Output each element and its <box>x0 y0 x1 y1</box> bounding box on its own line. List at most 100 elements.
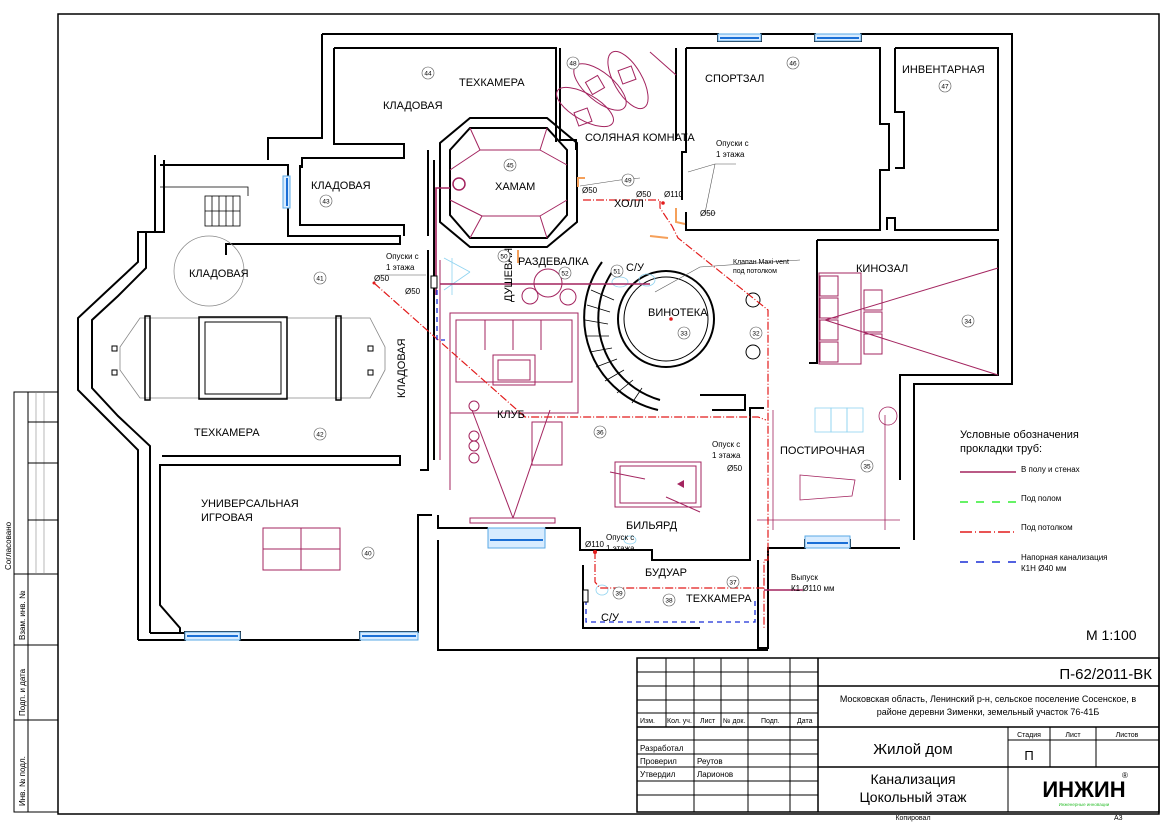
room-number: 48 <box>569 60 577 67</box>
room-number: 35 <box>863 463 871 470</box>
legend-title: Условные обозначения <box>960 429 1079 441</box>
room-number: 44 <box>424 70 432 77</box>
room-number: 36 <box>596 429 604 436</box>
drawing-code: П-62/2011-ВК <box>1059 666 1152 683</box>
svg-text:Опуск с: Опуск с <box>712 440 740 449</box>
room-label: ПОСТИРОЧНАЯ <box>780 445 865 457</box>
stage-value: П <box>1024 748 1033 763</box>
sheet-title: Цокольный этаж <box>859 789 967 805</box>
room-number-circle <box>726 575 740 589</box>
format-label: А3 <box>1114 815 1123 822</box>
room-number: 49 <box>624 177 632 184</box>
room-number: 41 <box>316 275 324 282</box>
room-label: БУДУАР <box>645 567 687 579</box>
room-number-circle <box>503 158 517 172</box>
windows <box>184 33 862 641</box>
room-label: ТЕХКАМЕРА <box>459 77 525 89</box>
room-number: 47 <box>941 83 949 90</box>
room-number-circle <box>860 459 874 473</box>
room-number: 50 <box>500 253 508 260</box>
sheets-header: Листов <box>1116 732 1139 739</box>
svg-text:Выпуск: Выпуск <box>791 573 818 582</box>
room-number-circle <box>662 593 676 607</box>
room-number-circle <box>677 326 691 340</box>
legend-label: Под потолком <box>1021 523 1073 532</box>
svg-text:Опуски с: Опуски с <box>386 252 419 261</box>
room-label: КЛУБ <box>497 409 525 421</box>
room-label: КЛАДОВАЯ <box>311 180 371 192</box>
room-number: 51 <box>613 268 621 275</box>
tb-role: Утвердил <box>640 770 676 779</box>
room-number-circle <box>612 586 626 600</box>
stamp-agreed: Согласовано <box>4 521 13 570</box>
scale-label: М 1:100 <box>1086 627 1137 643</box>
room-number: 52 <box>561 270 569 277</box>
room-number-circle <box>786 56 800 70</box>
svg-text:1 этажа: 1 этажа <box>606 544 635 553</box>
svg-text:Ø50: Ø50 <box>374 274 390 283</box>
svg-text:Ø50: Ø50 <box>700 209 716 218</box>
leaders <box>380 163 801 293</box>
room-label: С/У <box>601 612 620 624</box>
room-number: 43 <box>322 198 330 205</box>
room-number-circle <box>961 314 975 328</box>
stamp-field-sign: Подп. и дата <box>18 668 27 716</box>
svg-text:Ø50: Ø50 <box>582 186 598 195</box>
svg-text:1 этажа: 1 этажа <box>386 263 415 272</box>
room-number-circle <box>313 271 327 285</box>
sheet-header: Лист <box>1065 732 1081 739</box>
svg-text:Опуски с: Опуски с <box>716 139 749 148</box>
tb-col-header: Дата <box>797 718 813 725</box>
room-number: 37 <box>729 579 737 586</box>
room-number-circle <box>558 266 572 280</box>
walls <box>77 33 1013 651</box>
tb-col-header: Лист <box>700 718 716 725</box>
room-label: СОЛЯНАЯ КОМНАТА <box>585 132 695 144</box>
room-number-circle <box>593 425 607 439</box>
room-label: ХОЛЛ <box>614 198 644 210</box>
room-label: ХАМАМ <box>495 181 535 193</box>
furniture <box>111 50 999 596</box>
room-number-circle <box>421 66 435 80</box>
room-number-circle <box>621 173 635 187</box>
room-number: 34 <box>964 318 972 325</box>
svg-text:1 этажа: 1 этажа <box>716 150 745 159</box>
logo-reg: ® <box>1122 771 1128 780</box>
address-line: районе деревни Зименки, земельный участо… <box>877 707 1100 717</box>
logo-subtitle: Инженерные инновации <box>1059 802 1110 807</box>
address-line: Московская область, Ленинский р-н, сельс… <box>840 694 1137 704</box>
room-number: 33 <box>680 330 688 337</box>
svg-text:под потолком: под потолком <box>733 268 777 275</box>
room-number: 46 <box>789 60 797 67</box>
tb-col-header: № док. <box>723 718 745 725</box>
room-number: 38 <box>665 597 673 604</box>
tb-name: Реутов <box>697 757 723 766</box>
annotations: Опуски с 1 этажа Ø50 Ø50 Ø50 Ø110 Опуски… <box>374 139 835 593</box>
tb-name: Ларионов <box>697 770 733 779</box>
room-label: ВИНОТЕКА <box>648 307 708 319</box>
room-number: 42 <box>316 431 324 438</box>
copied-label: Копировал <box>895 815 930 822</box>
side-stamp: Согласовано Взам. инв. № Подп. и дата Ин… <box>4 391 59 813</box>
legend-label: В полу и стенах <box>1021 465 1080 474</box>
svg-text:Опуск с: Опуск с <box>606 533 634 542</box>
object-name: Жилой дом <box>873 741 952 758</box>
room-number-circle <box>938 79 952 93</box>
tb-col-header: Кол. уч. <box>667 718 692 725</box>
svg-text:Ø50: Ø50 <box>727 464 743 473</box>
room-label: РАЗДЕВАЛКА <box>518 256 589 268</box>
room-label: КЛАДОВАЯ <box>189 268 249 280</box>
room-number-circle <box>566 56 580 70</box>
svg-text:Ø50: Ø50 <box>636 190 652 199</box>
stamp-field-replace: Взам. инв. № <box>18 590 27 640</box>
room-number-circle <box>361 546 375 560</box>
room-number: 45 <box>506 162 514 169</box>
legend-label: К1Н Ø40 мм <box>1021 564 1066 573</box>
svg-text:1 этажа: 1 этажа <box>712 451 741 460</box>
svg-text:К1 Ø110 мм: К1 Ø110 мм <box>791 584 835 593</box>
room-number: 32 <box>752 330 760 337</box>
svg-text:Ø50: Ø50 <box>405 287 421 296</box>
logo-text: ИНЖИН <box>1042 777 1125 802</box>
tb-col-header: Изм. <box>640 718 655 725</box>
